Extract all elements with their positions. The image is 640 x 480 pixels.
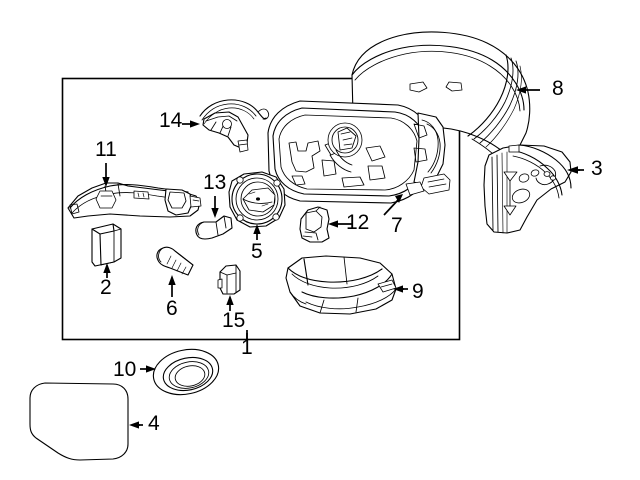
callout-number-4: 4 <box>148 412 160 435</box>
callout-number-5: 5 <box>251 240 263 263</box>
callout-number-13: 13 <box>203 171 227 194</box>
part-5-mirror-drive-motor-actuator <box>228 171 286 240</box>
callout-number-6: 6 <box>166 297 178 320</box>
part-10-oval-seal-gasket <box>140 348 220 396</box>
callout-number-10: 10 <box>113 358 137 381</box>
callout-number-11: 11 <box>95 138 117 161</box>
callout-number-7: 7 <box>391 214 403 237</box>
callout-number-2: 2 <box>100 276 112 299</box>
part-6-mounting-screw <box>156 246 194 297</box>
part-12-retaining-clip-bracket <box>299 206 352 243</box>
part-15-grommet-bushing <box>217 264 241 311</box>
part-13-turn-signal-bulb <box>195 196 233 240</box>
callout-number-15: 15 <box>222 309 246 332</box>
part-14-wiring-harness-bracket <box>182 99 270 153</box>
part-2-wiring-connector-block <box>91 223 122 278</box>
callout-number-1: 1 <box>241 336 253 359</box>
callout-number-8: 8 <box>552 77 564 100</box>
callout-number-12: 12 <box>346 211 370 234</box>
part-11-mirror-mounting-bracket-trim <box>67 163 202 219</box>
main-assembly-box <box>61 77 461 341</box>
callout-number-9: 9 <box>412 280 424 303</box>
callout-number-3: 3 <box>591 157 603 180</box>
callout-number-14: 14 <box>159 109 183 132</box>
part-4-mirror-glass <box>29 382 143 461</box>
part-3-mirror-lower-cover-cap <box>483 144 584 234</box>
part-9-mirror-lower-housing-shell <box>285 255 408 315</box>
part-7-mirror-housing-carrier <box>267 100 451 216</box>
